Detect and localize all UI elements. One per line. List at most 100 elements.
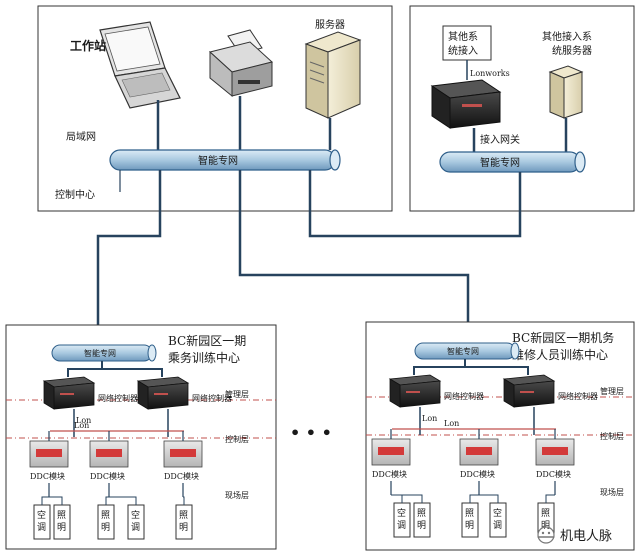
ddc-module-label: DDC模块 [30,471,65,481]
other-system-label-1: 其他系 [448,30,478,43]
network-controller-label: 网络控制器 [98,393,138,403]
site-title-line1: BC新园区一期 [168,333,246,348]
field-device-label: 照 [179,510,188,521]
field-device-label: 照 [101,510,110,521]
field-device-label: 调 [37,522,46,533]
more-sites-ellipsis: • • • [290,423,332,442]
ddc-module-display [36,449,62,457]
device-link [105,496,109,505]
ddc-module-display [96,449,122,457]
network-controller-side [503,378,515,408]
field-device-label: 调 [397,520,406,531]
workstation-label: 工作站 [70,38,106,53]
field-device-label: 空 [493,507,502,519]
field-device-label: 空 [37,509,46,521]
other-server-label-2: 统服务器 [552,44,592,57]
access-gateway-icon [430,79,502,129]
field-device-label: 空 [397,507,406,519]
site-1: BC新园区一期乘务训练中心智能专网管理层控制层现场层网络控制器网络控制器LonL… [5,324,277,550]
network-controller-side [43,380,55,410]
device-link [545,494,555,503]
field-device-label: 明 [101,522,110,533]
ddc-module-label: DDC模块 [164,471,199,481]
ddc-module-display [170,449,196,457]
lon-label: Lon [444,419,459,428]
field-device-label: 明 [417,520,426,531]
sites-layer: BC新园区一期乘务训练中心智能专网管理层控制层现场层网络控制器网络控制器LonL… [5,321,635,551]
external-links [472,118,568,152]
network-controller-body [399,380,441,408]
field-device-label: 明 [179,522,188,533]
field-device-label: 空 [131,509,140,521]
ddc-module-label: DDC模块 [372,469,407,479]
printer-icon [208,29,274,98]
lonworks-label: Lonworks [470,69,510,78]
network-label-main: 智能专网 [198,154,238,167]
other-server-icon [548,65,584,119]
server-label: 服务器 [315,18,345,31]
layer-label-field: 现场层 [600,488,624,497]
other-system-label-2: 统接入 [448,44,478,57]
network-controller-body [513,380,555,408]
control-center-label: 控制中心 [55,188,95,201]
lon-label: Lon [76,416,91,425]
network-controller-label: 网络控制器 [192,393,232,403]
field-device-label: 明 [541,520,550,531]
field-device-label: 照 [465,508,474,519]
lon-label: Lon [422,414,437,423]
controller-led [154,393,168,395]
layer-label-control: 控制层 [600,431,624,441]
controller-led [406,391,420,393]
field-device-label: 照 [57,510,66,521]
watermark: 机电人脉 [537,526,612,544]
device-link [479,494,499,503]
controller-link [101,361,163,377]
network-controller-side [137,380,149,410]
lan-label: 局域网 [66,130,96,143]
ddc-module-label: DDC模块 [90,471,125,481]
network-label-external: 智能专网 [480,156,520,169]
network-controller-side [389,378,401,408]
site-network-pipe-end [510,342,520,360]
site-network-pipe-end [147,344,157,362]
network-controller-label: 网络控制器 [444,391,484,401]
smart-network-pipe-main [109,149,341,171]
field-device-label: 明 [57,522,66,533]
backbone-links [96,170,522,345]
watermark-text: 机电人脉 [560,529,612,544]
device-links [156,96,332,150]
ddc-module-label: DDC模块 [460,469,495,479]
device-link [183,496,185,505]
network-controller-body [53,382,95,410]
controller-led [60,393,74,395]
field-device-label: 明 [465,520,474,531]
layer-label-management: 管理层 [600,386,624,396]
site-network-label: 智能专网 [447,346,479,356]
workstation-laptop-icon [99,21,181,109]
site-title-line2: 乘务训练中心 [168,350,240,365]
other-system-labelbox [442,25,492,61]
smart-network-pipe-external [439,151,586,173]
layer-label-field: 现场层 [225,491,249,500]
ddc-module-display [378,447,404,455]
lon-label: Lon [74,421,89,430]
device-link [391,494,423,503]
controller-led [520,391,534,393]
ddc-module-display [466,447,492,455]
controller-link [464,359,529,375]
field-device-label: 照 [417,508,426,519]
layer-label-management: 管理层 [225,389,249,399]
ddc-module-label: DDC模块 [536,469,571,479]
network-controller-body [147,382,189,410]
site-title-line1: BC新园区一期机务 [512,330,614,345]
field-device-label: 照 [541,508,550,519]
network-controller-label: 网络控制器 [558,391,598,401]
server-icon [304,31,362,119]
site-title-line2: 维修人员训练中心 [512,347,608,362]
field-device-label: 调 [131,522,140,533]
device-link [41,496,49,505]
ddc-module-display [542,447,568,455]
device-link [469,494,479,503]
